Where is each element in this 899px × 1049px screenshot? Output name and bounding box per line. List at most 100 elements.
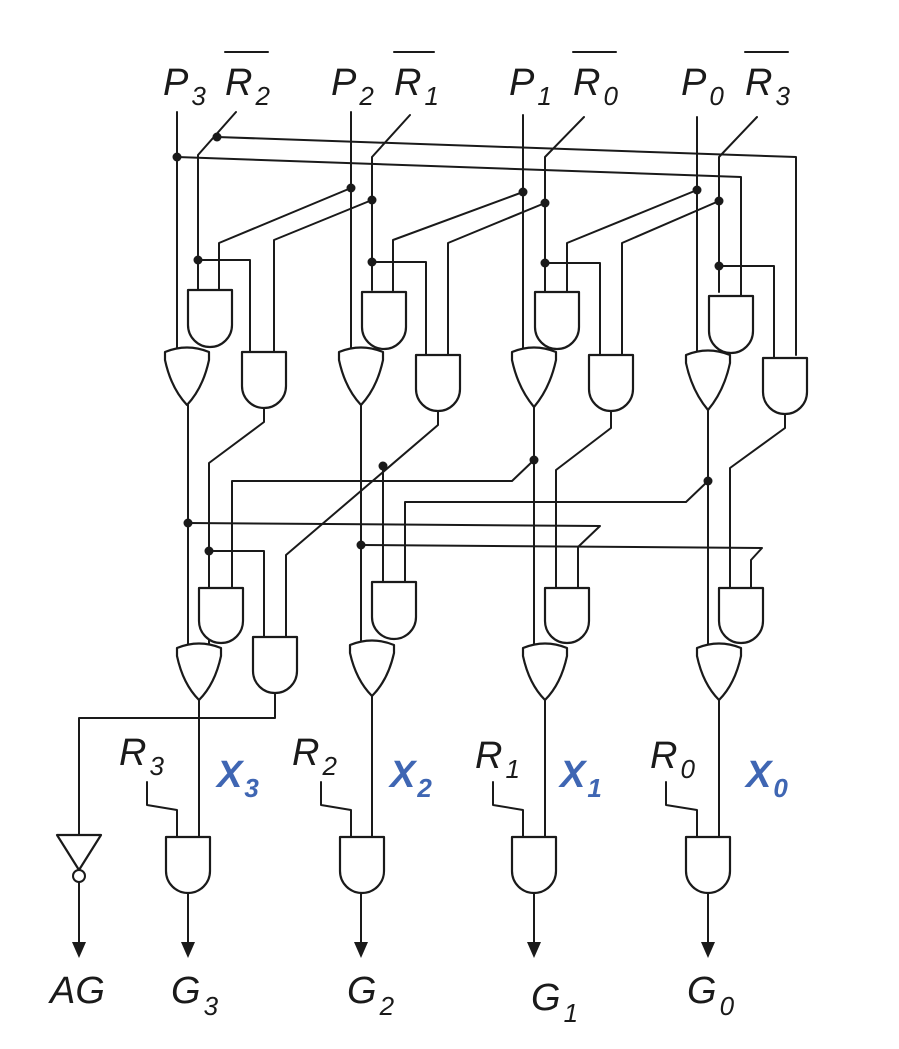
x-signal-labels: X3 X2 X1 X0	[215, 754, 788, 803]
or-gate-l1	[521, 642, 569, 702]
label-g2-main: G	[347, 970, 377, 1012]
wire-x0-to-bit2	[404, 480, 709, 583]
label-ag: AG	[48, 970, 105, 1012]
or-gate-l2	[348, 639, 396, 698]
arrow-g0	[701, 942, 715, 958]
label-r0bar-main: R	[573, 62, 600, 104]
svg-text:X1: X1	[558, 754, 602, 803]
label-x1-sub: 1	[587, 773, 601, 803]
label-r0-main: R	[650, 735, 677, 777]
wire-r1bar-branch	[371, 261, 427, 356]
or-gate-u2	[337, 346, 385, 407]
wire-x3-to-bit1	[187, 522, 601, 589]
and-gate-u1a	[533, 290, 581, 351]
and-gate-g2	[338, 835, 386, 895]
and-gate-g0	[684, 835, 732, 895]
label-p1-sub: 1	[537, 81, 551, 111]
junction-dot	[204, 546, 214, 556]
wire-r0bar-branch	[544, 262, 601, 356]
wire-r0bar-feed	[447, 202, 546, 356]
and-gate-g1	[510, 835, 558, 895]
junction-dot	[356, 540, 366, 550]
label-x2-sub: 2	[416, 773, 432, 803]
output-wiring	[72, 692, 720, 958]
junction-dots	[172, 132, 724, 556]
label-p1-main: P	[509, 62, 535, 104]
arrow-ag	[72, 942, 86, 958]
svg-text:G2: G2	[347, 970, 395, 1021]
svg-text:P3: P3	[163, 62, 206, 111]
or-gate-u3	[163, 346, 211, 407]
and-gate-g3	[164, 835, 212, 895]
and-gate-u3b	[240, 350, 288, 410]
and-gate-l3a	[197, 586, 245, 645]
wire-x2-to-bit0	[360, 544, 763, 589]
junction-dot	[692, 185, 702, 195]
wire-and0b-out	[729, 413, 786, 589]
wire-ag	[78, 692, 276, 836]
wire-r3	[146, 781, 178, 838]
wire-and1b-out	[555, 410, 612, 589]
and-gate-u3a	[186, 288, 234, 349]
junction-dot	[367, 257, 377, 267]
or-gate-l0	[695, 642, 743, 702]
or-gate-l3	[175, 642, 223, 702]
arrow-g2	[354, 942, 368, 958]
not-gate-ag	[55, 833, 103, 872]
label-g1-main: G	[531, 977, 561, 1019]
middle-wiring	[187, 404, 786, 649]
svg-text:X3: X3	[215, 754, 259, 803]
label-r1bar-main: R	[394, 62, 421, 104]
wire-r2	[320, 781, 352, 838]
wire-r1	[492, 781, 524, 838]
wire-r2bar-feed	[216, 136, 797, 356]
label-r3-main: R	[119, 732, 146, 774]
junction-dot	[367, 195, 377, 205]
arrow-g1	[527, 942, 541, 958]
label-r3bar-sub: 3	[775, 81, 790, 111]
and-gate-u2a	[360, 290, 408, 351]
svg-text:R1: R1	[475, 735, 520, 784]
label-x3-sub: 3	[244, 773, 259, 803]
arrow-g3	[181, 942, 195, 958]
wire-r3bar	[718, 116, 758, 293]
label-x3-main: X	[215, 754, 245, 796]
label-x1-main: X	[558, 754, 588, 796]
label-x0-sub: 0	[773, 773, 788, 803]
upper-gates	[163, 288, 809, 416]
wire-and3b-branch	[208, 550, 265, 638]
wire-r0	[665, 781, 698, 838]
junction-dot	[714, 261, 724, 271]
junction-dot	[540, 198, 550, 208]
label-p3-sub: 3	[191, 81, 206, 111]
wire-p2-feed	[218, 187, 352, 291]
wire-r2bar-branch	[197, 259, 251, 353]
junction-dot	[703, 476, 713, 486]
wire-and2b-out	[285, 410, 439, 638]
label-x2-main: X	[388, 754, 418, 796]
lower-gates	[175, 580, 765, 702]
wire-p3-feed	[176, 156, 742, 297]
upper-wiring	[176, 111, 797, 359]
svg-text:P0: P0	[681, 62, 724, 111]
wire-p0-feed	[566, 189, 698, 293]
junction-dot	[183, 518, 193, 528]
label-p2-main: P	[331, 62, 357, 104]
junction-dot	[172, 152, 182, 162]
junction-dot	[518, 187, 528, 197]
junction-dot	[212, 132, 222, 142]
label-g3-sub: 3	[204, 991, 219, 1021]
svg-text:R3: R3	[745, 62, 790, 111]
wire-r0bar	[544, 116, 585, 293]
wire-r2bar	[197, 111, 237, 291]
label-g2-sub: 2	[379, 991, 395, 1021]
and-gate-u0a	[707, 294, 755, 355]
svg-text:R1: R1	[394, 62, 439, 111]
wire-r1bar	[371, 114, 411, 291]
label-r0bar-sub: 0	[603, 81, 618, 111]
svg-text:P1: P1	[509, 62, 552, 111]
